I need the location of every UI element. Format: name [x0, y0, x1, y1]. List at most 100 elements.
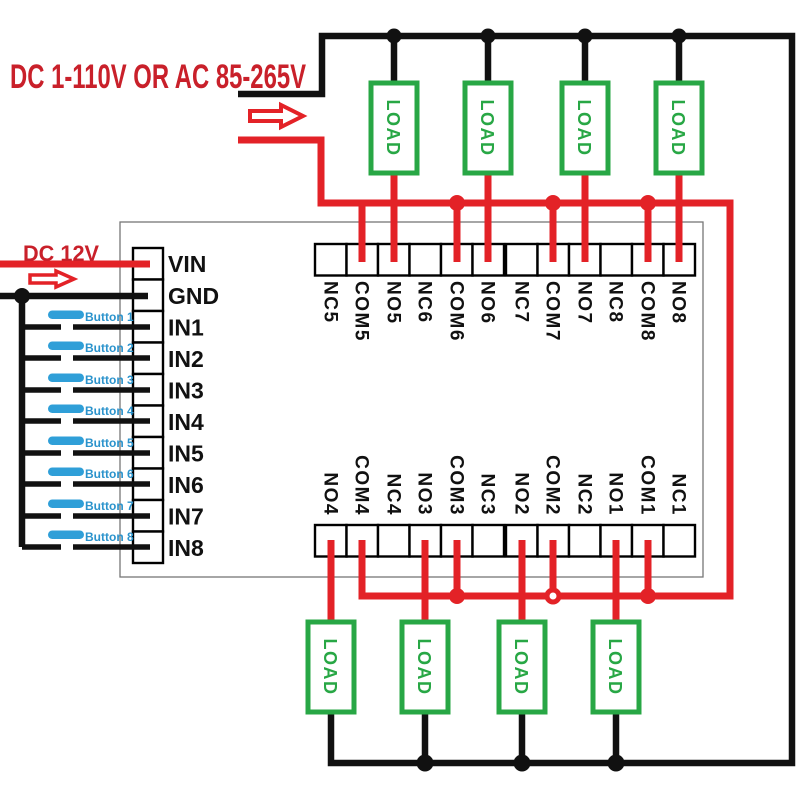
button-switch-4 — [22, 404, 150, 424]
junction-dot — [480, 28, 496, 44]
control-title: DC 12V — [23, 241, 99, 266]
junction-dot — [416, 754, 434, 772]
button-label-1: Button 1 — [85, 310, 134, 324]
load-box-3 — [399, 619, 451, 715]
junction-dot — [640, 588, 656, 604]
load-label: LOAD — [320, 639, 340, 696]
button-switch-2 — [22, 341, 150, 361]
terminal-label-nc6: NC6 — [414, 281, 435, 324]
load-box-5 — [368, 80, 420, 176]
button-cap — [48, 310, 84, 319]
terminal-label-com1: COM1 — [637, 455, 658, 516]
terminal-nc6 — [408, 242, 443, 277]
terminal-label-com6: COM6 — [446, 281, 467, 342]
bottom-terminal-block — [313, 523, 697, 558]
junction-dot — [449, 588, 465, 604]
button-cap — [48, 404, 84, 413]
pin-label-in7: IN7 — [168, 504, 204, 530]
button-label-5: Button 5 — [85, 436, 134, 450]
mains-black-wire — [238, 32, 796, 767]
terminal-label-no4: NO4 — [320, 472, 341, 516]
terminal-label-nc2: NC2 — [574, 473, 595, 516]
terminal-label-nc4: NC4 — [383, 473, 404, 516]
junction-dot — [671, 28, 687, 44]
junction-dot — [607, 754, 625, 772]
terminal-label-com4: COM4 — [351, 455, 372, 516]
junction-dot — [449, 195, 465, 211]
load-label: LOAD — [383, 100, 403, 157]
load-label: LOAD — [477, 100, 497, 157]
terminal-label-com2: COM2 — [542, 455, 563, 516]
junction-dot — [545, 195, 561, 211]
junction-dot — [577, 28, 593, 44]
terminal-label-no8: NO8 — [668, 281, 689, 325]
load-label: LOAD — [574, 100, 594, 157]
button-label-4: Button 4 — [85, 404, 134, 418]
terminal-label-no2: NO2 — [511, 472, 532, 516]
terminal-label-com8: COM8 — [637, 281, 658, 342]
pin-label-in3: IN3 — [168, 378, 204, 404]
pin-label-vin: VIN — [168, 251, 206, 277]
terminal-nc5 — [313, 242, 348, 277]
terminal-label-no6: NO6 — [477, 281, 498, 325]
pin-label-in8: IN8 — [168, 535, 204, 561]
terminal-label-nc7: NC7 — [511, 281, 532, 324]
button-cap — [48, 499, 84, 508]
load-box-8 — [653, 80, 705, 176]
terminal-label-no7: NO7 — [574, 281, 595, 325]
load-box-6 — [462, 80, 514, 176]
pin-label-in2: IN2 — [168, 346, 204, 372]
pin-label-in6: IN6 — [168, 472, 204, 498]
terminal-label-com3: COM3 — [446, 455, 467, 516]
button-cap — [48, 530, 84, 539]
button-switch-6 — [22, 467, 150, 487]
terminal-nc8 — [599, 242, 634, 277]
button-label-8: Button 8 — [85, 530, 134, 544]
load-box-4 — [305, 619, 357, 715]
terminal-label-nc5: NC5 — [320, 281, 341, 324]
button-cap — [48, 373, 84, 382]
terminal-nc3 — [471, 523, 506, 558]
pin-label-in1: IN1 — [168, 315, 204, 341]
button-label-7: Button 7 — [85, 499, 134, 513]
relay-board-outline — [119, 221, 704, 578]
load-label: LOAD — [511, 639, 531, 696]
button-label-2: Button 2 — [85, 341, 134, 355]
button-switch-7 — [22, 499, 150, 519]
button-cap — [48, 341, 84, 350]
junction-dot — [513, 754, 531, 772]
load-label: LOAD — [605, 639, 625, 696]
terminal-label-no5: NO5 — [383, 281, 404, 325]
load-box-7 — [559, 80, 611, 176]
terminal-nc2 — [567, 523, 602, 558]
junction-ring-dot — [544, 587, 562, 605]
button-cap — [48, 436, 84, 445]
mains-red-wire — [238, 136, 734, 600]
terminal-label-nc3: NC3 — [477, 473, 498, 516]
control-flow-arrow-icon — [28, 268, 79, 290]
load-box-2 — [496, 619, 548, 715]
junction-dot — [640, 195, 656, 211]
load-label: LOAD — [668, 100, 688, 157]
terminal-label-nc8: NC8 — [605, 281, 626, 324]
button-switch-3 — [22, 373, 150, 393]
pin-label-in5: IN5 — [168, 441, 204, 467]
supply-flow-arrow-icon — [248, 101, 308, 131]
terminal-nc1 — [662, 523, 697, 558]
top-terminal-block — [313, 242, 697, 277]
button-switch-8 — [22, 530, 150, 550]
terminal-label-com7: COM7 — [542, 281, 563, 342]
button-switch-5 — [22, 436, 150, 456]
terminal-label-no3: NO3 — [414, 472, 435, 516]
button-switch-1 — [22, 310, 150, 330]
terminal-label-com5: COM5 — [351, 281, 372, 342]
terminal-label-nc1: NC1 — [668, 473, 689, 516]
button-cap — [48, 467, 84, 476]
supply-title: DC 1-110V OR AC 85-265V — [10, 58, 306, 96]
pin-label-in4: IN4 — [168, 409, 204, 435]
load-label: LOAD — [414, 639, 434, 696]
terminal-nc4 — [376, 523, 411, 558]
button-label-6: Button 6 — [85, 467, 134, 481]
